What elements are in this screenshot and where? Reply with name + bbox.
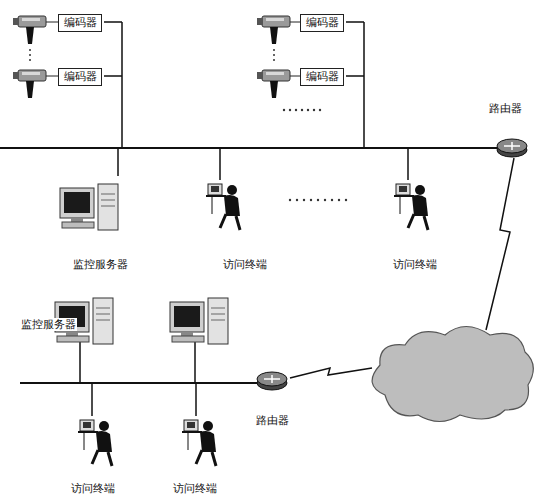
encoder-box: 编码器 [300,14,344,32]
device-label: 访问终端 [70,482,116,495]
encoder-box: 编码器 [58,68,102,86]
node-text: 编码器 [64,70,97,83]
device-label: 监控服务器 [72,258,129,271]
node-text: 编码器 [306,70,339,83]
node-text: 编码器 [64,16,97,29]
device-label: 路由器 [488,102,523,115]
device-label: 访问终端 [222,258,268,271]
node-text: 编码器 [306,16,339,29]
encoder-box: 编码器 [58,14,102,32]
encoder-box: 编码器 [300,68,344,86]
device-label: 监控服务器 [20,318,77,331]
device-label: 访问终端 [172,482,218,495]
device-label: 访问终端 [392,258,438,271]
device-label: 路由器 [255,414,290,427]
